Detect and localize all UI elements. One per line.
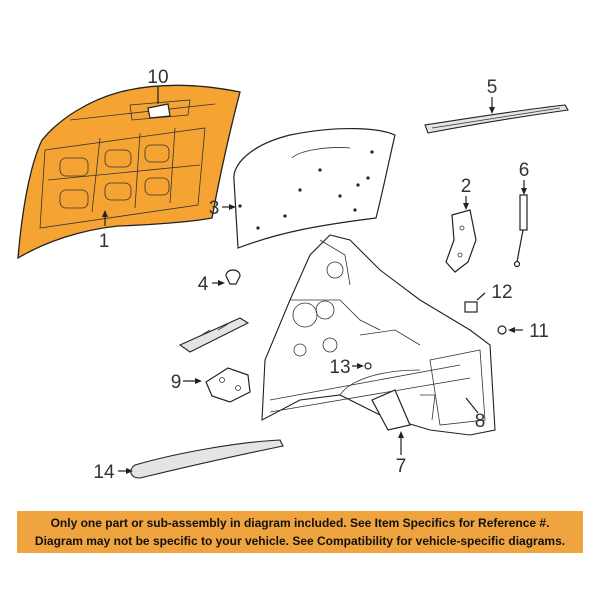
hood-insulator — [233, 127, 396, 249]
callout-2: 2 — [461, 176, 472, 197]
notice-line-2: Diagram may not be specific to your vehi… — [34, 534, 566, 548]
hood-latch-striker — [147, 86, 171, 119]
front-molding — [130, 439, 284, 479]
callout-10: 10 — [147, 67, 168, 88]
radiator-support — [178, 317, 250, 353]
callout-1: 1 — [99, 231, 110, 252]
callout-4: 4 — [198, 274, 209, 295]
retainer-clip — [497, 325, 507, 335]
callout-6: 6 — [519, 160, 530, 181]
callout-12: 12 — [491, 282, 512, 303]
compatibility-notice: Only one part or sub-assembly in diagram… — [17, 511, 583, 553]
insulator-clip — [225, 269, 241, 285]
engine-compartment — [261, 234, 496, 436]
notice-line-1: Only one part or sub-assembly in diagram… — [50, 516, 550, 530]
nut-part — [364, 362, 372, 370]
latch-support-bracket — [205, 367, 251, 403]
hood-hinge — [445, 209, 477, 273]
hood-support-strut — [513, 194, 528, 268]
callout-14: 14 — [93, 462, 115, 483]
callout-5: 5 — [487, 77, 498, 98]
hood-seal — [424, 104, 569, 134]
callout-8: 8 — [475, 411, 486, 432]
hood-part — [17, 84, 241, 260]
callout-9: 9 — [171, 372, 182, 393]
callout-3: 3 — [209, 198, 220, 219]
callout-7: 7 — [396, 456, 407, 477]
callout-11: 11 — [529, 321, 549, 342]
hood-bumper — [464, 301, 478, 313]
callout-13: 13 — [329, 357, 350, 378]
